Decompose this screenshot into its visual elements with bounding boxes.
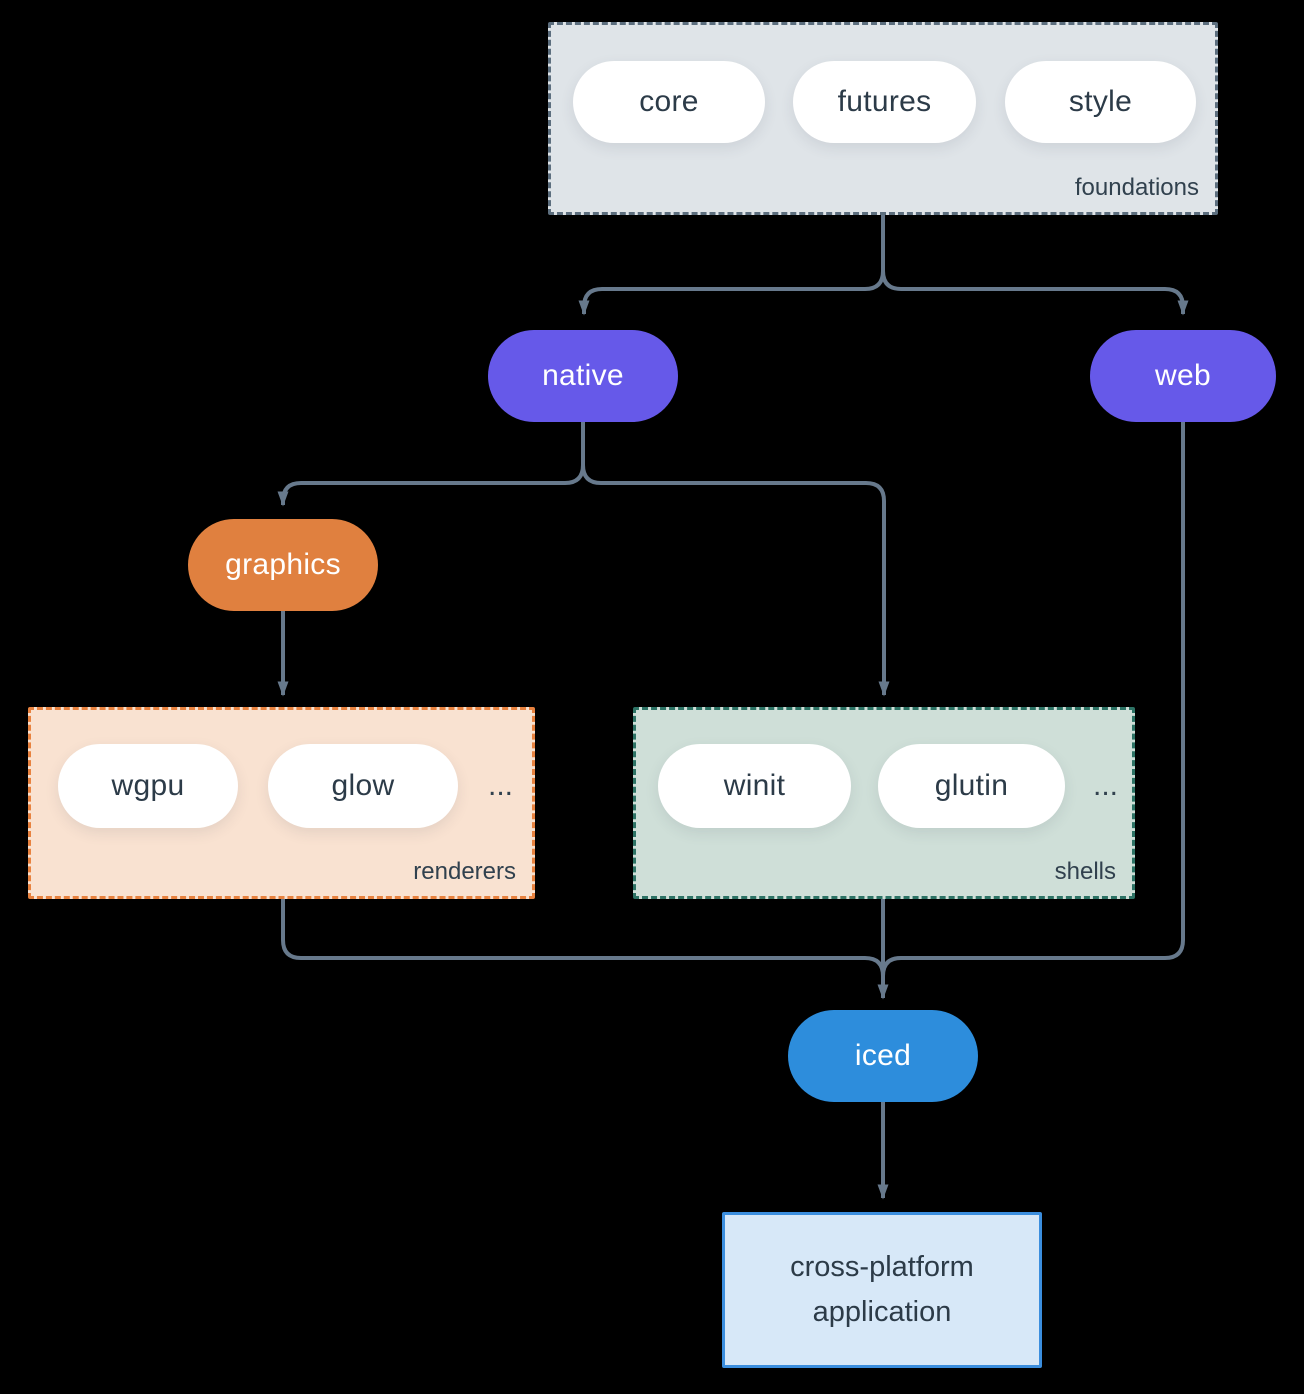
group-foundations-label: foundations	[1074, 174, 1199, 201]
application-box: cross-platform application	[722, 1212, 1042, 1368]
node-web: web	[1090, 330, 1276, 422]
node-iced: iced	[788, 1010, 978, 1102]
node-native: native	[488, 330, 678, 422]
node-style: style	[1005, 61, 1196, 143]
application-box-line2: application	[812, 1296, 952, 1328]
edge-renderers-to-iced	[281, 899, 885, 990]
node-wgpu: wgpu	[58, 744, 238, 828]
group-shells-label: shells	[1054, 858, 1116, 885]
node-glow: glow	[268, 744, 458, 828]
group-renderers-label: renderers	[413, 858, 516, 885]
group-shells: winit glutin ... shells	[633, 707, 1135, 899]
renderers-ellipsis: ...	[487, 769, 513, 802]
node-glutin: glutin	[878, 744, 1065, 828]
node-winit: winit	[658, 744, 851, 828]
edge-foundations-to-web	[881, 215, 1189, 316]
edge-native-to-graphics	[277, 422, 585, 507]
node-futures: futures	[793, 61, 976, 143]
edge-native-to-shells	[581, 422, 890, 697]
shells-ellipsis: ...	[1092, 769, 1118, 802]
group-foundations: core futures style foundations	[548, 22, 1218, 215]
application-box-line1: cross-platform	[790, 1251, 974, 1283]
edge-foundations-to-native	[578, 215, 885, 316]
node-graphics: graphics	[188, 519, 378, 611]
node-core: core	[573, 61, 765, 143]
edge-web-to-iced	[881, 422, 1185, 990]
group-renderers: wgpu glow ... renderers	[28, 707, 535, 899]
